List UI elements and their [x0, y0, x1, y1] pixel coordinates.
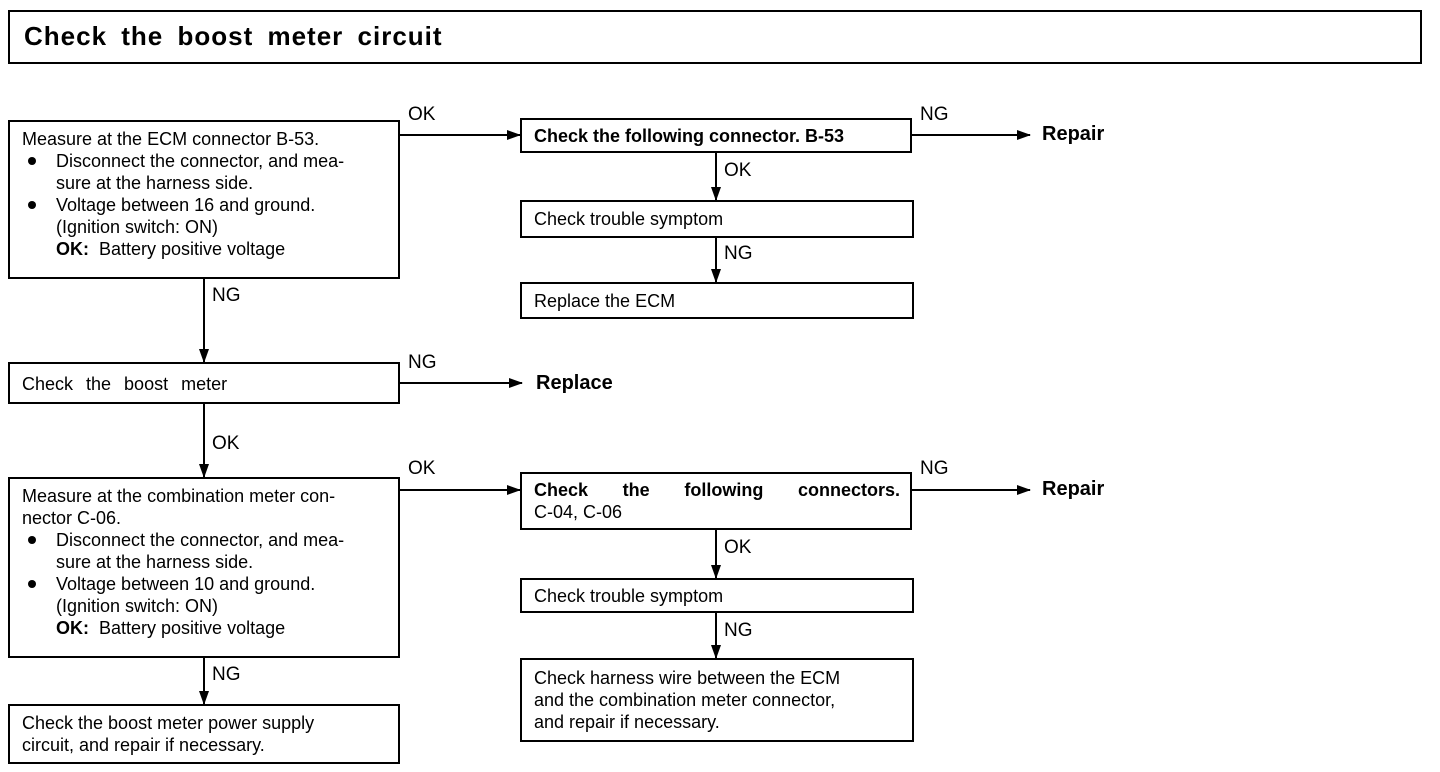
- label-ng-box3-box4: NG: [724, 243, 753, 264]
- label-ok-box1-box2: OK: [408, 104, 436, 125]
- step-check-harness-wire: Check harness wire between the ECM and t…: [520, 658, 914, 742]
- bullet-icon: [28, 580, 36, 588]
- title-box: Check the boost meter circuit: [8, 10, 1422, 64]
- page-title: Check the boost meter circuit: [24, 21, 443, 51]
- bullet-icon: [28, 536, 36, 544]
- box6-line2: nector C-06.: [22, 508, 122, 528]
- result-replace: Replace: [536, 372, 613, 394]
- box1-bullet1: Disconnect the connector, and mea- sure …: [22, 150, 388, 194]
- label-ng-box7-repair: NG: [920, 458, 949, 479]
- label-ok-box6-box7: OK: [408, 458, 436, 479]
- box6-line1: Measure at the combination meter con-: [22, 486, 336, 506]
- box1-ignition: (Ignition switch: ON): [56, 217, 219, 237]
- step-check-connector-b53: Check the following connector. B-53: [520, 118, 912, 153]
- label-ng-box2-repair: NG: [920, 104, 949, 125]
- step-check-trouble-symptom-1: Check trouble symptom: [520, 200, 914, 238]
- box6-ok-line: OK: Battery positive voltage: [56, 618, 286, 638]
- bullet-icon: [28, 157, 36, 165]
- step-check-trouble-symptom-2: Check trouble symptom: [520, 578, 914, 613]
- box6-bullet2: Voltage between 10 and ground.: [22, 573, 388, 595]
- step-check-power-supply: Check the boost meter power supply circu…: [8, 704, 400, 764]
- bullet-icon: [28, 201, 36, 209]
- result-repair-1: Repair: [1042, 123, 1105, 145]
- step-replace-ecm: Replace the ECM: [520, 282, 914, 319]
- label-ok-box7-box8: OK: [724, 537, 752, 558]
- label-ng-box8-box9: NG: [724, 620, 753, 641]
- box1-bullet2: Voltage between 16 and ground.: [22, 194, 388, 216]
- step-check-boost-meter: Check the boost meter: [8, 362, 400, 404]
- box6-ignition: (Ignition switch: ON): [56, 596, 219, 616]
- step-measure-ecm-connector: Measure at the ECM connector B-53. Disco…: [8, 120, 400, 279]
- box1-line1: Measure at the ECM connector B-53.: [22, 129, 320, 149]
- label-ok-box5-box6: OK: [212, 433, 240, 454]
- box1-ok-line: OK: Battery positive voltage: [56, 239, 286, 259]
- step-measure-combination-meter: Measure at the combination meter con- ne…: [8, 477, 400, 658]
- step-check-connectors-c04-c06: Check the following connectors. C-04, C-…: [520, 472, 912, 530]
- label-ok-box2-box3: OK: [724, 160, 752, 181]
- label-ng-box6-box10: NG: [212, 664, 241, 685]
- box6-bullet1: Disconnect the connector, and mea- sure …: [22, 529, 388, 573]
- label-ng-box5-replace: NG: [408, 352, 437, 373]
- result-repair-2: Repair: [1042, 478, 1105, 500]
- label-ng-box1-box5: NG: [212, 285, 241, 306]
